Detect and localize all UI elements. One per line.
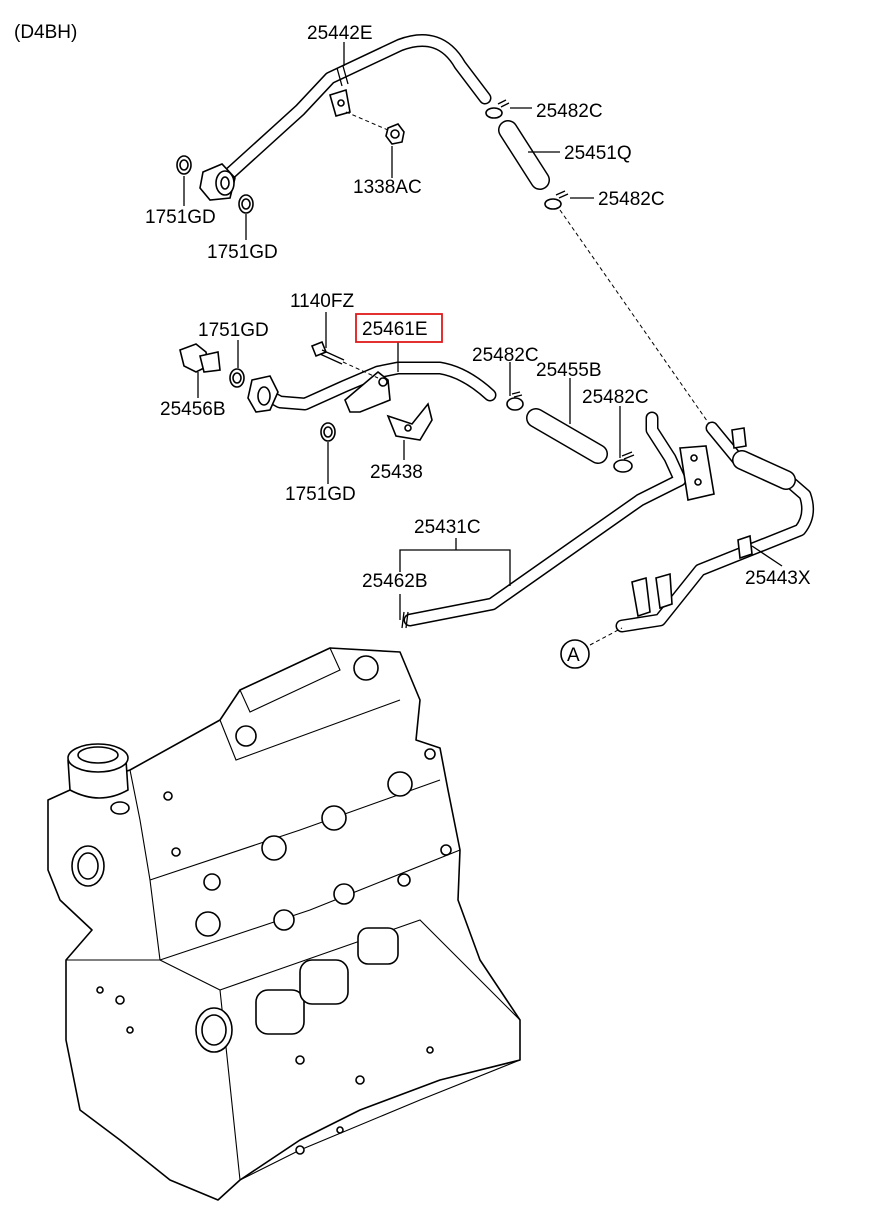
callout-a-letter: A — [567, 645, 580, 666]
label-1751gd-d[interactable]: 1751GD — [285, 484, 356, 505]
callout-a[interactable]: A — [560, 639, 590, 669]
bracket-25438[interactable] — [386, 402, 433, 441]
label-25461e[interactable]: 25461E — [362, 319, 428, 340]
leader-lines — [183, 42, 783, 620]
label-1751gd-b[interactable]: 1751GD — [207, 242, 278, 263]
label-25462b[interactable]: 25462B — [362, 571, 428, 592]
pipe-25431c[interactable] — [403, 411, 715, 627]
label-1140fz[interactable]: 1140FZ — [290, 291, 354, 312]
bolt-1140fz[interactable] — [310, 340, 345, 365]
label-1751gd-c[interactable]: 1751GD — [198, 320, 269, 341]
label-1338ac[interactable]: 1338AC — [353, 177, 422, 198]
label-25431c[interactable]: 25431C — [414, 517, 481, 538]
label-25455b[interactable]: 25455B — [536, 360, 602, 381]
pipe-25442e[interactable] — [199, 34, 492, 201]
pipe-25461e[interactable] — [247, 361, 497, 413]
hose-25451q[interactable] — [498, 120, 550, 190]
union-bolt-25456b[interactable] — [179, 343, 221, 373]
hose-clip-25462b[interactable] — [401, 611, 409, 629]
pipe-25443x[interactable] — [615, 421, 815, 633]
nut-1338ac[interactable] — [385, 123, 405, 145]
o-ring-1751gd-c[interactable] — [229, 368, 245, 388]
o-ring-1751gd-b[interactable] — [238, 194, 254, 214]
clamp-25482c-d[interactable] — [613, 451, 635, 473]
label-25451q[interactable]: 25451Q — [564, 143, 632, 164]
label-25438[interactable]: 25438 — [370, 462, 423, 483]
label-25456b[interactable]: 25456B — [160, 399, 226, 420]
o-ring-1751gd-d[interactable] — [320, 422, 336, 442]
label-25443x[interactable]: 25443X — [745, 568, 811, 589]
label-25442e[interactable]: 25442E — [307, 23, 373, 44]
clamp-25482c-top[interactable] — [485, 99, 510, 119]
engine-code-label: (D4BH) — [14, 22, 77, 43]
hose-25455b[interactable] — [526, 408, 608, 464]
highlight-box-25461e — [355, 313, 443, 343]
label-25482c-c[interactable]: 25482C — [472, 345, 539, 366]
o-ring-1751gd-a[interactable] — [176, 155, 192, 175]
label-1751gd-a[interactable]: 1751GD — [145, 207, 216, 228]
clamp-25482c-c[interactable] — [506, 391, 524, 411]
label-25482c-top[interactable]: 25482C — [536, 101, 603, 122]
label-25482c-d[interactable]: 25482C — [582, 387, 649, 408]
engine-block — [47, 647, 521, 1201]
clamp-25482c-mid[interactable] — [544, 190, 569, 210]
label-25482c-mid[interactable]: 25482C — [598, 189, 665, 210]
